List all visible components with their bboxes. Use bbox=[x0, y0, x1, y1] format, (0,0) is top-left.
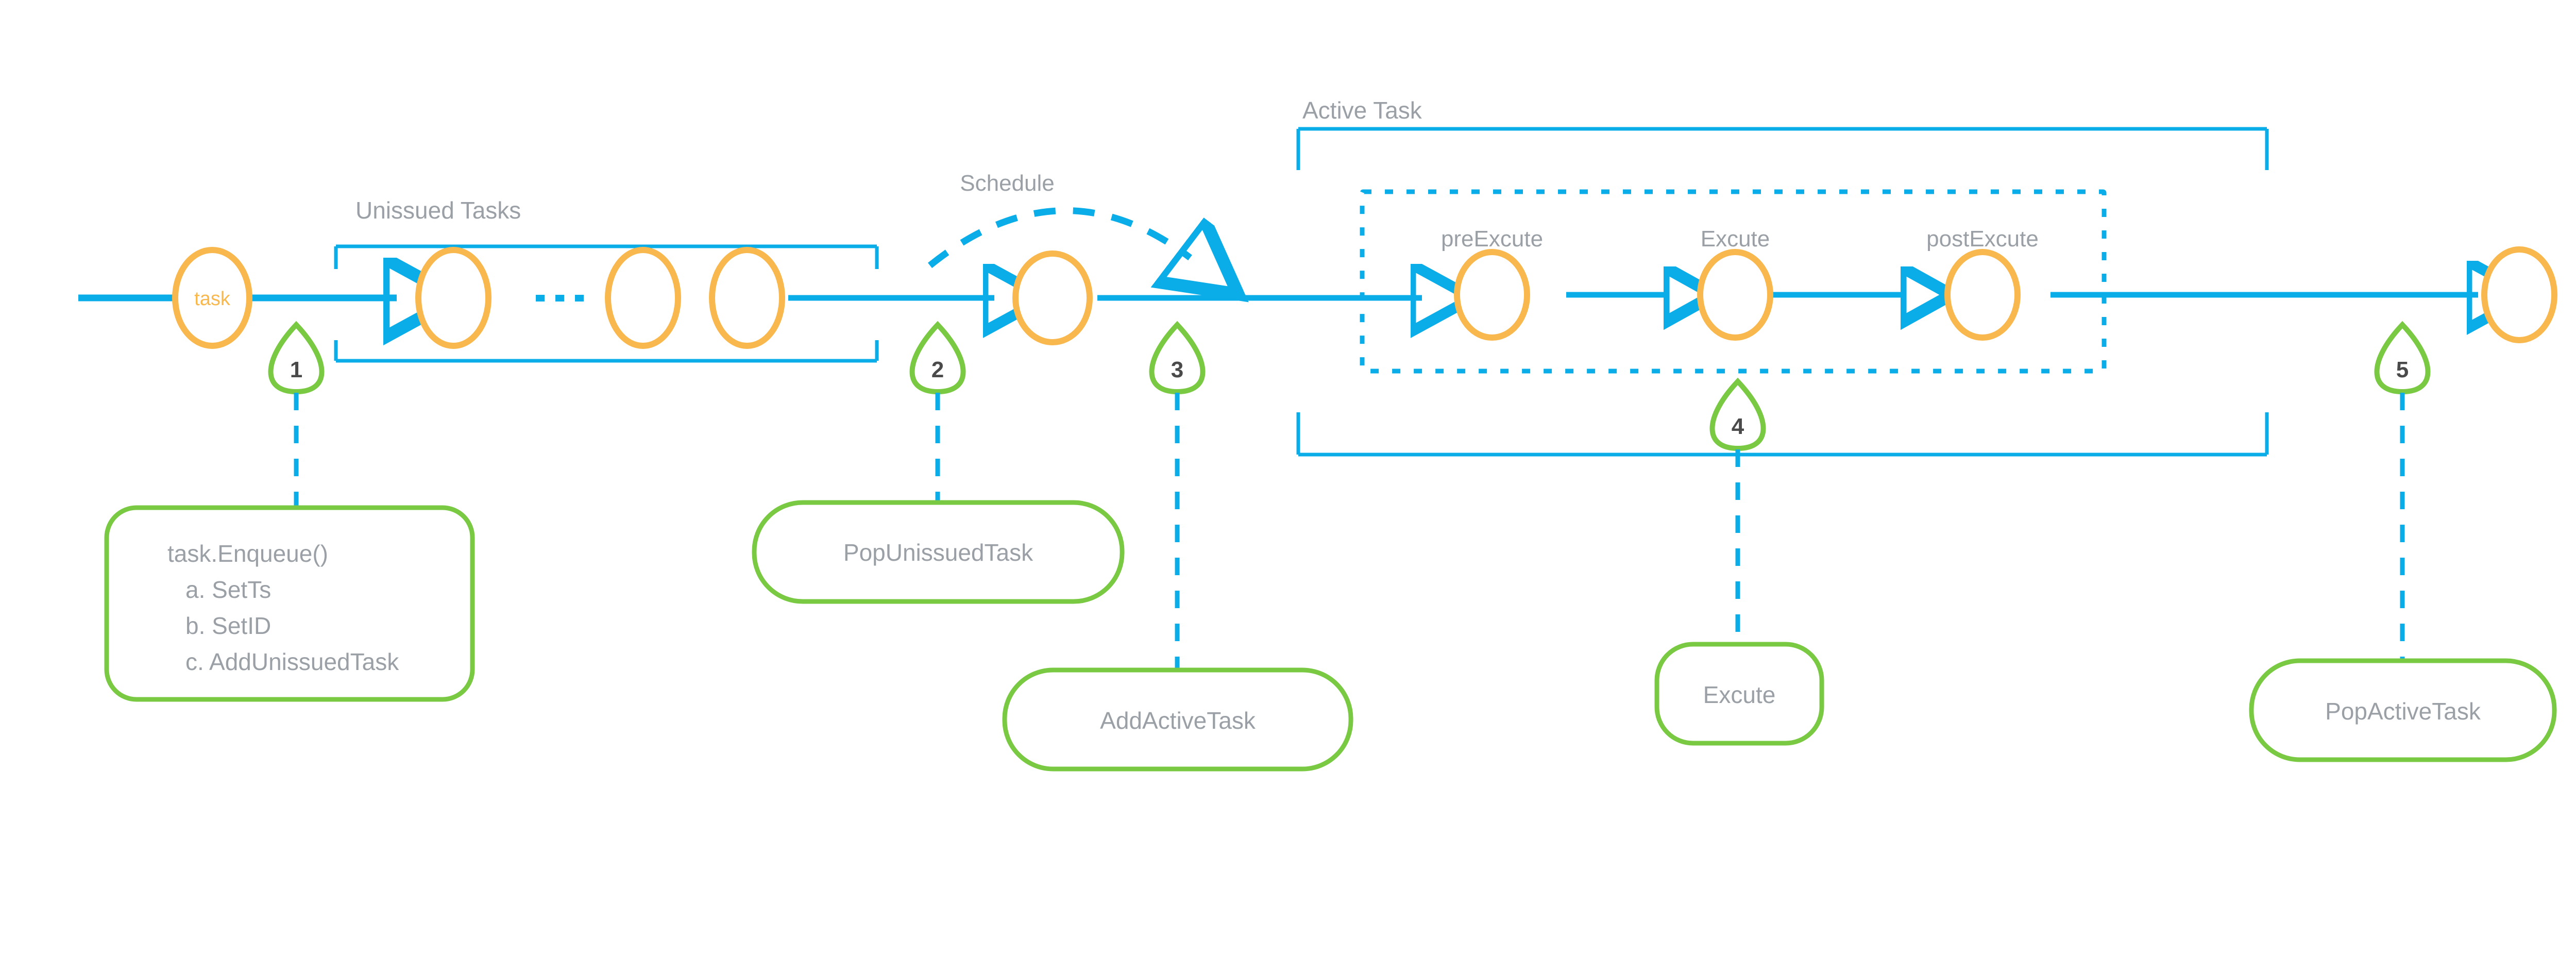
annotation-3: 3 AddActiveTask bbox=[1002, 321, 1353, 772]
node-excute[interactable] bbox=[1697, 249, 1773, 341]
active-bracket-bottom bbox=[1296, 412, 2269, 457]
queue-ellipsis-icon bbox=[536, 295, 584, 302]
pin-marker-3[interactable] bbox=[1149, 321, 1206, 395]
annotation-1: 1 task.Enqueue() a. SetTs b. SetID c. Ad… bbox=[104, 321, 475, 702]
group-unissued-tasks-label: Unissued Tasks bbox=[355, 197, 521, 224]
pin-marker-4[interactable] bbox=[1709, 377, 1766, 451]
pin-number-1: 1 bbox=[290, 357, 302, 382]
callout-excute-label: Excute bbox=[1703, 681, 1776, 708]
callout-pop-active-label: PopActiveTask bbox=[2325, 698, 2481, 725]
unissued-bracket-top bbox=[334, 244, 879, 269]
schedule-arc bbox=[927, 207, 1190, 265]
group-active-task: Active Task bbox=[1296, 97, 2269, 457]
callout-box-pop-unissued[interactable] bbox=[752, 500, 1125, 604]
stage-labels: preExcute Excute postExcute bbox=[1441, 226, 2039, 252]
node-queue-2[interactable] bbox=[605, 247, 681, 349]
pin-number-4: 4 bbox=[1732, 414, 1744, 439]
pin-marker-2[interactable] bbox=[909, 321, 966, 395]
callout-box-pop-active[interactable] bbox=[2249, 658, 2557, 762]
pin-marker-1[interactable] bbox=[268, 321, 325, 395]
annotation-5: 5 PopActiveTask bbox=[2249, 321, 2557, 762]
pin-number-3: 3 bbox=[1171, 357, 1183, 382]
callout-box-add-active[interactable] bbox=[1002, 667, 1353, 772]
callout-add-active-label: AddActiveTask bbox=[1100, 707, 1256, 734]
node-queue-1[interactable] bbox=[415, 247, 492, 349]
stage-label-excute: Excute bbox=[1701, 226, 1770, 252]
node-scheduled[interactable] bbox=[1012, 250, 1093, 345]
node-post-excute[interactable] bbox=[1944, 249, 2021, 341]
flow-nodes: task bbox=[172, 246, 2557, 349]
annotation-2: 2 PopUnissuedTask bbox=[752, 321, 1125, 604]
callout-pop-unissued-label: PopUnissuedTask bbox=[843, 539, 1033, 566]
callout-box-excute[interactable] bbox=[1654, 642, 1824, 746]
callout-enqueue-line-0: task.Enqueue() bbox=[167, 540, 328, 567]
stage-label-post-excute: postExcute bbox=[1926, 226, 2039, 252]
schedule-arc-label: Schedule bbox=[960, 171, 1054, 196]
node-task-label: task bbox=[194, 288, 231, 310]
pin-marker-5[interactable] bbox=[2374, 321, 2431, 395]
callout-enqueue-line-2: b. SetID bbox=[185, 612, 271, 639]
pin-number-5: 5 bbox=[2396, 357, 2409, 382]
callout-enqueue-line-1: a. SetTs bbox=[185, 576, 271, 603]
active-bracket-top bbox=[1296, 127, 2269, 170]
annotation-4: 4 Excute bbox=[1654, 377, 1824, 746]
pin-number-2: 2 bbox=[931, 357, 944, 382]
schedule-arc-group: Schedule bbox=[927, 171, 1190, 265]
node-queue-3[interactable] bbox=[709, 247, 785, 349]
group-unissued-tasks: Unissued Tasks bbox=[334, 197, 879, 363]
node-pre-excute[interactable] bbox=[1454, 249, 1530, 341]
execute-stages-dashed-box bbox=[1360, 189, 2107, 374]
callout-enqueue-line-3: c. AddUnissuedTask bbox=[185, 648, 399, 675]
stage-label-pre-excute: preExcute bbox=[1441, 226, 1543, 252]
node-task[interactable] bbox=[172, 247, 252, 349]
node-done[interactable] bbox=[2481, 246, 2557, 343]
group-active-task-label: Active Task bbox=[1302, 97, 1422, 124]
unissued-bracket-bottom bbox=[334, 340, 879, 363]
callout-box-enqueue[interactable] bbox=[104, 505, 475, 702]
